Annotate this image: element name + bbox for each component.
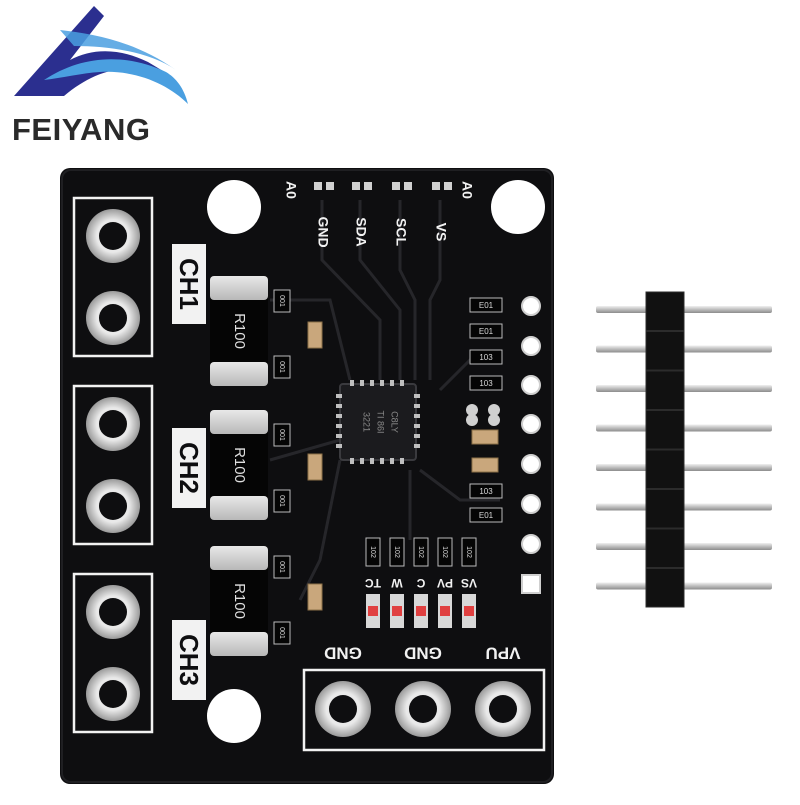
chip-marking-1: 3221 <box>362 412 372 432</box>
channel-terminal-3 <box>72 572 154 734</box>
svg-text:102: 102 <box>417 546 424 558</box>
terminal-label-gnd-1: GND <box>324 644 362 663</box>
channel-terminal-1 <box>72 196 154 358</box>
mounting-hole <box>207 180 261 234</box>
channel-label-box: CH3 <box>172 620 206 700</box>
mounting-hole <box>207 689 261 743</box>
shunt-marking: R100 <box>231 313 248 349</box>
led-label-pv: PV <box>437 576 453 590</box>
bottom-terminal-labels: GND GND VPU <box>324 644 520 663</box>
header-housing-segment <box>645 489 685 529</box>
logo-sky-swoosh-2 <box>60 30 176 70</box>
header-housing-segment <box>645 331 685 371</box>
jumper-pads <box>314 182 452 190</box>
ina3221-chip: 3221 TI 86I C8LY <box>336 380 420 464</box>
terminal-label-vpu: VPU <box>486 644 521 663</box>
bottom-terminal-block <box>302 668 546 752</box>
svg-text:001: 001 <box>278 495 285 507</box>
led-label-w: W <box>391 576 403 590</box>
svg-text:102: 102 <box>441 546 448 558</box>
svg-text:E01: E01 <box>479 301 494 310</box>
top-pin-labels: A0 GND SDA SCL VS A0 <box>283 181 475 248</box>
pin-header <box>596 291 772 608</box>
svg-text:001: 001 <box>278 295 285 307</box>
header-housing-segment <box>645 370 685 410</box>
chip-marking-2: TI 86I <box>376 410 386 433</box>
channel-label-1: CH1 <box>174 258 204 310</box>
right-resistors: E01 E01 103 103 103 E01 <box>469 297 503 523</box>
pin-label-sda: SDA <box>353 217 369 247</box>
svg-text:102: 102 <box>393 546 400 558</box>
svg-text:001: 001 <box>278 361 285 373</box>
header-pads <box>521 296 541 594</box>
pin-label-vs: VS <box>433 223 449 242</box>
pin-label-scl: SCL <box>393 218 409 246</box>
header-housing-segment <box>645 291 685 331</box>
svg-text:102: 102 <box>369 546 376 558</box>
led-labels: TC W C PV VS <box>365 576 477 590</box>
svg-text:E01: E01 <box>479 511 494 520</box>
header-housing-segment <box>645 528 685 568</box>
led-resistors: 102 102 102 102 102 <box>365 537 477 567</box>
led-label-c: C <box>416 576 425 590</box>
svg-text:E01: E01 <box>479 327 494 336</box>
header-housing-segment <box>645 449 685 489</box>
terminal-label-gnd-2: GND <box>404 644 442 663</box>
status-leds <box>366 594 476 628</box>
brand-logo <box>14 6 188 104</box>
pcb-board: CH1 CH2 CH3 R100 R100 <box>60 168 554 784</box>
svg-text:001: 001 <box>278 627 285 639</box>
shunt-resistor-1: R100 <box>210 276 268 386</box>
small-resistors: 001 001 001 001 001 001 <box>273 289 291 645</box>
pin-label-a0-left: A0 <box>283 181 299 199</box>
channel-label-box: CH2 <box>172 428 206 508</box>
header-housing-segment <box>645 568 685 608</box>
shunt-resistor-3: R100 <box>210 546 268 656</box>
logo-navy-shape <box>14 6 168 96</box>
svg-text:102: 102 <box>465 546 472 558</box>
solder-jumpers <box>466 404 500 426</box>
channel-label-2: CH2 <box>174 442 204 494</box>
pin-label-gnd: GND <box>315 216 331 247</box>
svg-text:001: 001 <box>278 561 285 573</box>
led-label-vs: VS <box>461 576 477 590</box>
channel-label-box: CH1 <box>172 244 206 324</box>
chip-marking-3: C8LY <box>390 411 400 433</box>
shunt-marking: R100 <box>231 447 248 483</box>
led-label-tc: TC <box>365 576 381 590</box>
capacitors <box>307 321 499 611</box>
channel-label-3: CH3 <box>174 634 204 686</box>
mounting-hole <box>491 180 545 234</box>
svg-text:103: 103 <box>479 379 493 388</box>
pin-label-a0-right: A0 <box>459 181 475 199</box>
svg-text:103: 103 <box>479 353 493 362</box>
brand-name: FEIYANG <box>12 112 151 147</box>
shunt-resistor-2: R100 <box>210 410 268 520</box>
header-housing-segment <box>645 410 685 450</box>
svg-text:001: 001 <box>278 429 285 441</box>
shunt-marking: R100 <box>231 583 248 619</box>
svg-text:103: 103 <box>479 487 493 496</box>
channel-terminal-2 <box>72 384 154 546</box>
logo-sky-swoosh <box>44 59 188 104</box>
